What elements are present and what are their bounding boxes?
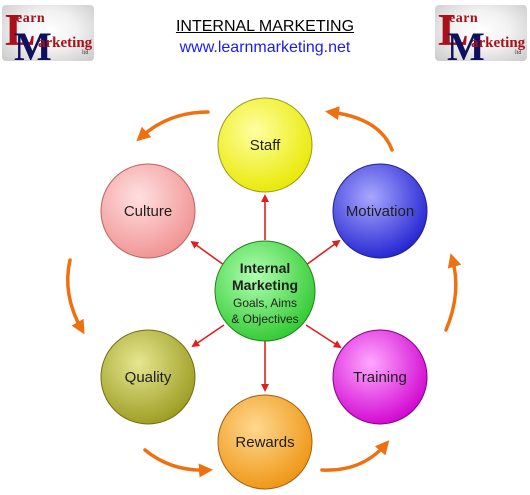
node-quality: Quality bbox=[100, 329, 196, 425]
logo-letter-l: L bbox=[438, 5, 469, 55]
logo-text-ltd: ltd bbox=[515, 50, 522, 56]
center-line-objectives: & Objectives bbox=[231, 312, 298, 326]
logo-letter-l: L bbox=[5, 5, 36, 55]
logo-text-arketing: arketing bbox=[38, 35, 93, 51]
cycle-arrow-staff-culture bbox=[136, 110, 210, 142]
cycle-arrow-training-motivation bbox=[444, 253, 462, 332]
learnmarketing-logo-left: L earn M arketing ltd bbox=[2, 5, 94, 61]
node-rewards: Rewards bbox=[217, 394, 313, 490]
node-label-culture: Culture bbox=[124, 203, 172, 220]
logo-letter-m: M bbox=[14, 24, 52, 62]
node-label-quality: Quality bbox=[125, 369, 172, 386]
spoke-arrow-motivation bbox=[305, 239, 341, 266]
logo-text-earn: earn bbox=[449, 11, 479, 26]
spoke-arrow-training bbox=[305, 324, 342, 349]
center-line-goals: Goals, Aims bbox=[233, 296, 297, 310]
node-training: Training bbox=[332, 329, 428, 425]
node-label-motivation: Motivation bbox=[346, 203, 414, 220]
node-label-training: Training bbox=[353, 369, 407, 386]
node-label-rewards: Rewards bbox=[235, 434, 294, 451]
logo-letter-m: M bbox=[447, 24, 485, 62]
center-line-internal: Internal bbox=[240, 260, 291, 276]
node-culture: Culture bbox=[100, 163, 196, 259]
spoke-arrow-culture bbox=[190, 240, 225, 266]
node-motivation: Motivation bbox=[332, 163, 428, 259]
node-center-internal-marketing: Internal Marketing Goals, Aims & Objecti… bbox=[214, 240, 316, 342]
logo-text-earn: earn bbox=[16, 11, 46, 26]
website-link[interactable]: www.learnmarketing.net bbox=[179, 39, 351, 56]
center-line-marketing: Marketing bbox=[232, 277, 298, 293]
learnmarketing-logo-right: L earn M arketing ltd bbox=[435, 5, 527, 61]
cycle-arrow-motivation-staff bbox=[325, 106, 394, 152]
spoke-arrow-quality bbox=[191, 324, 225, 348]
cycle-arrow-culture-quality bbox=[66, 258, 85, 335]
cycle-arrow-quality-rewards bbox=[143, 448, 213, 478]
page-title: INTERNAL MARKETING bbox=[175, 18, 355, 35]
node-label-staff: Staff bbox=[250, 137, 281, 154]
node-staff: Staff bbox=[217, 97, 313, 193]
logo-text-ltd: ltd bbox=[82, 50, 89, 56]
logo-text-arketing: arketing bbox=[471, 35, 526, 51]
cycle-arrow-rewards-training bbox=[320, 440, 390, 472]
